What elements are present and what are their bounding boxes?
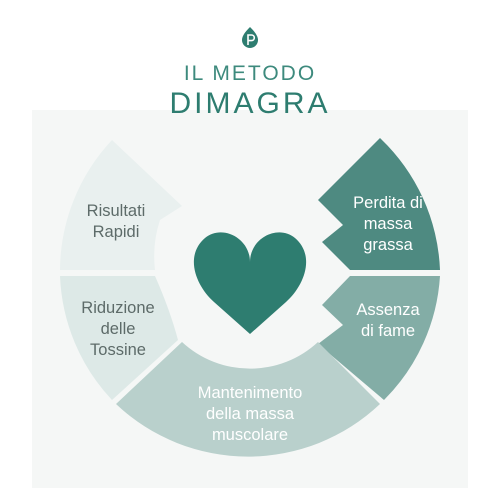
segment-label-mantenimento: Mantenimento della massa muscolare <box>197 384 303 444</box>
leaf-p-logo-icon <box>242 27 258 48</box>
heart-icon <box>193 232 307 334</box>
segment-risultati <box>60 140 182 270</box>
page-title: DIMAGRA <box>169 87 331 120</box>
segment-perdita <box>318 138 440 270</box>
subtitle: IL METODO <box>183 62 317 85</box>
segment-label-assenza: Assenza di fame <box>356 301 420 340</box>
segment-riduzione <box>60 276 178 400</box>
segment-mantenimento <box>116 342 380 457</box>
segment-label-risultati: Risultati Rapidi <box>86 202 146 241</box>
segment-label-riduzione: Riduzione delle Tossine <box>81 299 155 359</box>
segment-assenza <box>318 276 440 400</box>
segment-label-perdita: Perdita di massa grassa <box>353 194 423 254</box>
